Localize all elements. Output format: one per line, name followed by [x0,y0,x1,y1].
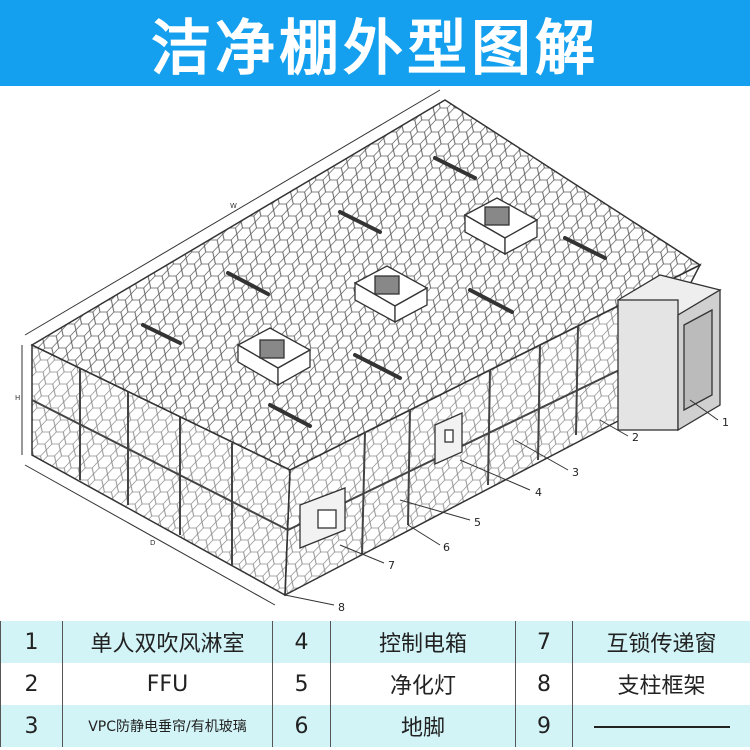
callout-7: 7 [388,559,395,572]
item-number: 8 [515,663,573,705]
item-number: 5 [272,663,331,705]
item-number: 2 [0,663,63,705]
item-name: 支柱框架 [572,663,750,705]
item-name: 控制电箱 [330,621,516,663]
item-name: 净化灯 [330,663,516,705]
blank-line [593,725,730,728]
page-title: 洁净棚外型图解 [0,0,750,86]
callout-2: 2 [632,431,639,444]
item-name: 地脚 [330,705,516,747]
pass-box [299,487,346,549]
item-number: 4 [272,621,331,663]
item-name: FFU [62,663,273,705]
callout-3: 3 [572,466,579,479]
depth-label: D [150,539,155,547]
callouts: 1 2 3 4 5 6 7 8 [284,399,729,614]
item-name-empty [572,705,750,747]
item-name: 单人双吹风淋室 [62,621,273,663]
item-number: 9 [515,705,573,747]
callout-6: 6 [443,541,450,554]
callout-1: 1 [722,416,729,429]
ffu-units [236,197,539,387]
item-name: 互锁传递窗 [572,621,750,663]
callout-5: 5 [474,516,481,529]
item-number: 3 [0,705,63,747]
air-shower [616,274,722,432]
item-number: 6 [272,705,331,747]
clean-booth-diagram: W H D 1 2 3 4 5 6 7 8 [15,89,729,614]
width-label: W [230,202,237,210]
control-box [434,411,463,466]
item-name: VPC防静电垂帘/有机玻璃 [62,705,273,747]
legend-row: 2 FFU 5 净化灯 8 支柱框架 [0,663,750,705]
item-number: 1 [0,621,63,663]
legend-table: 1 单人双吹风淋室 4 控制电箱 7 互锁传递窗 2 FFU 5 净化灯 8 支… [0,621,750,747]
callout-8: 8 [338,601,345,614]
callout-4: 4 [535,486,542,499]
purification-lamps [141,156,607,428]
height-label: H [15,394,20,402]
side-walls [31,263,702,597]
item-number: 7 [515,621,573,663]
legend-row: 1 单人双吹风淋室 4 控制电箱 7 互锁传递窗 [0,621,750,663]
dimension-lines: W H D [15,89,441,606]
legend-row: 3 VPC防静电垂帘/有机玻璃 6 地脚 9 [0,705,750,747]
